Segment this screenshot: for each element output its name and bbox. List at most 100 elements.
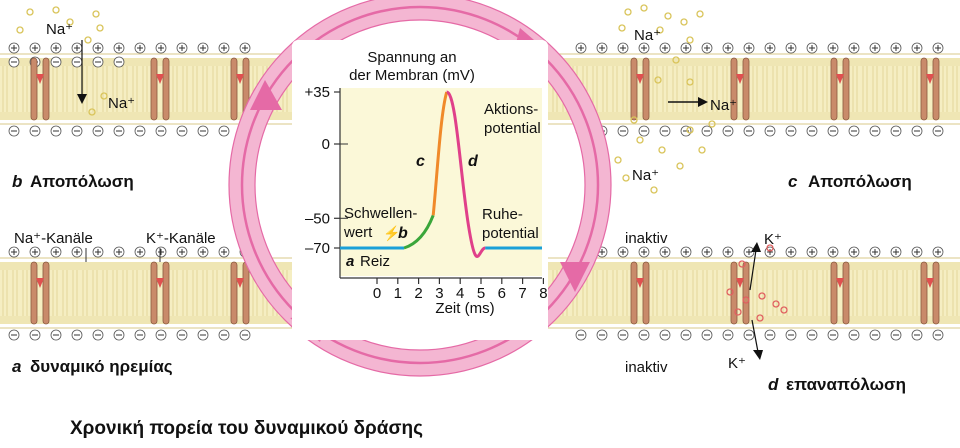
minus-charge [785,329,797,341]
y-tick-label: –70 [305,240,330,257]
plus-charge [134,42,146,54]
minus-charge [50,329,62,341]
minus-charge [932,125,944,137]
minus-charge [218,125,230,137]
minus-charge [50,56,62,68]
plus-charge [71,42,83,54]
y-ticks: +350–50–70 [305,84,348,257]
k-arrow-d-up [749,249,757,291]
ion-dots [16,4,788,322]
minus-charge [890,329,902,341]
ion-channel [150,261,170,325]
na-ion [624,8,632,16]
plus-charge [722,246,734,258]
minus-charge [869,329,881,341]
minus-charge [743,125,755,137]
na-ion [16,26,24,34]
graph-ylabel-line1: Spannung an [367,49,456,66]
minus-charge [29,125,41,137]
svg-text:επαναπόλωση: επαναπόλωση [786,375,906,394]
k-ion [772,300,780,308]
na-ion [654,76,662,84]
na-ion [622,174,630,182]
minus-charge [71,329,83,341]
minus-charge [575,329,587,341]
minus-charge [113,125,125,137]
na-ion [96,24,104,32]
minus-charge [155,329,167,341]
minus-charge [806,125,818,137]
na-arrowhead-c [698,97,708,107]
k-ion [756,314,764,322]
plus-charge [8,246,20,258]
y-tick-label: 0 [322,136,330,153]
na-ion [618,24,626,32]
plus-charge [218,246,230,258]
page-title: Χρονική πορεία του δυναμικού δράσης [70,418,423,439]
k-arrow-d-down [751,319,759,353]
svg-text:c: c [788,172,798,191]
minus-charge [617,329,629,341]
plus-charge [869,42,881,54]
ion-channel [630,57,650,121]
x-tick-label: 2 [414,285,422,302]
plus-charge [92,42,104,54]
plus-charge [890,246,902,258]
plus-charge [848,246,860,258]
ruhepotential-line1: Ruhe- [482,206,523,223]
plus-charge [911,246,923,258]
na-ion [656,26,664,34]
schwellenwert-line1: Schwellen- [344,205,417,222]
potential-curve [340,90,542,258]
minus-charge [659,125,671,137]
plus-charge [29,246,41,258]
na-ion [658,146,666,154]
minus-charge [134,125,146,137]
na-label-b-inside: Na⁺ [108,95,135,112]
minus-charge [8,329,20,341]
minus-charge [764,125,776,137]
x-tick-label: 6 [498,285,506,302]
minus-charge [71,56,83,68]
panel-a-caption: a δυναμικό ηρεμίας [12,357,173,376]
minus-charge [932,329,944,341]
ion-channel [830,57,850,121]
plus-charge [197,246,209,258]
plus-charge [806,42,818,54]
segment-label-c: c [416,153,425,170]
na-ion [614,156,622,164]
na-ion [686,36,694,44]
plus-charge [218,42,230,54]
na-kanaele-label: Na⁺-Kanäle [14,230,93,247]
plus-charge [71,246,83,258]
lightning-icon: ⚡ [383,225,400,242]
segment-label-d: d [468,153,479,170]
plus-charge [680,246,692,258]
minus-charge [890,125,902,137]
plus-charge [785,42,797,54]
graph-ylabel-line2: der Membran (mV) [349,67,475,84]
minus-charge [239,329,251,341]
ion-channel [30,57,50,121]
ruhepotential-line2: potential [482,225,539,242]
curve-segment-b [403,214,435,250]
minus-charge [827,125,839,137]
ion-channel [150,57,170,121]
minus-charge [680,329,692,341]
na-ion [680,18,688,26]
segment-label-b: b [398,225,408,242]
plus-charge [617,246,629,258]
plus-charge [659,246,671,258]
na-ion [52,6,60,14]
na-ion [640,4,648,12]
ion-channel [730,261,750,325]
minus-charge [176,125,188,137]
k-ion [734,308,742,316]
plus-charge [596,42,608,54]
plus-charge [932,42,944,54]
plus-charge [29,42,41,54]
na-label-c-bottom: Na⁺ [632,167,659,184]
plus-charge [176,42,188,54]
x-tick-label: 5 [477,285,485,302]
ion-channel [230,261,250,325]
